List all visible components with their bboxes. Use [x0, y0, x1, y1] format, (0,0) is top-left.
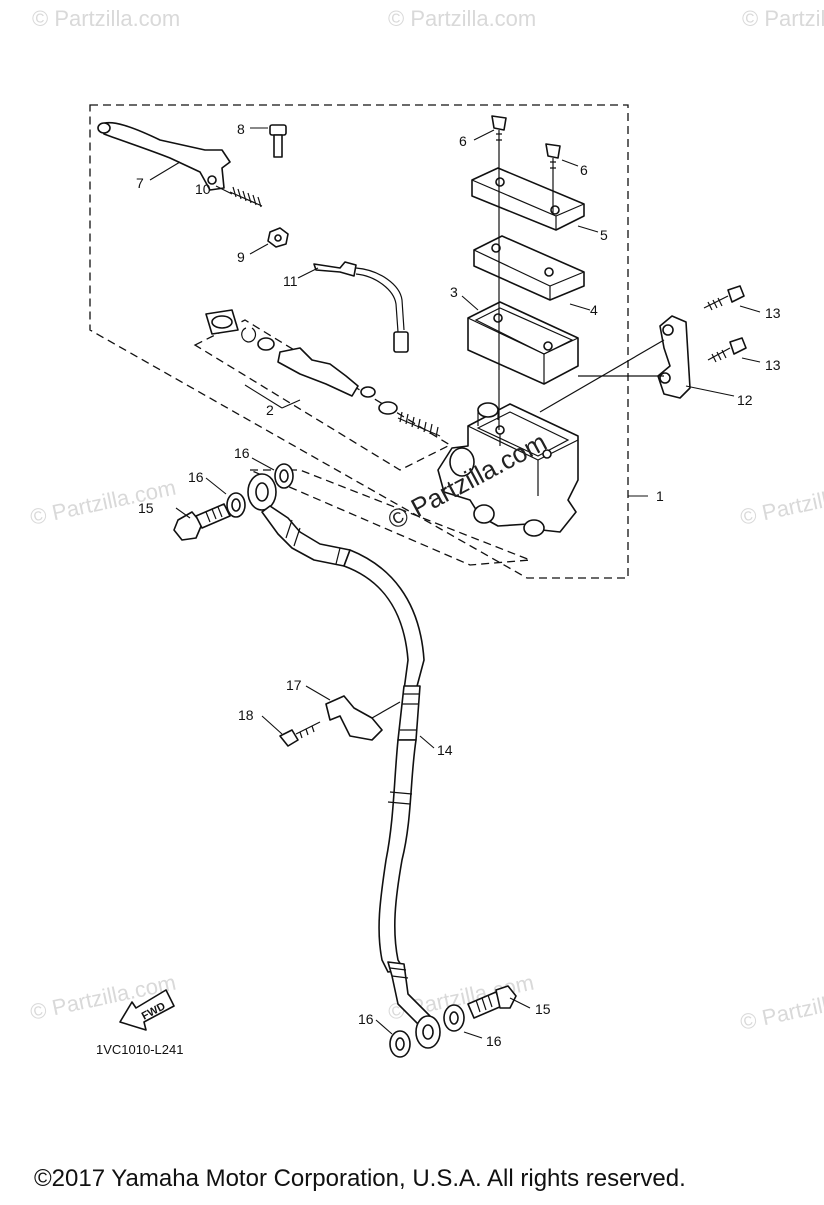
watermark: © Partzilla.com	[738, 475, 824, 530]
callout-17: 17	[286, 677, 302, 693]
callout-8: 8	[237, 121, 245, 137]
callout-13a: 13	[765, 305, 781, 321]
piston-kit[interactable]	[205, 309, 441, 438]
watermark: © Partzilla.com	[742, 6, 824, 31]
callout-11: 11	[283, 273, 298, 289]
callout-4: 4	[590, 302, 598, 318]
callout-15a: 15	[138, 500, 154, 516]
adjuster-spring[interactable]	[229, 186, 263, 208]
lock-nut[interactable]	[267, 227, 289, 248]
watermark: © Partzilla.com	[28, 475, 178, 530]
piston-kit-outline	[193, 319, 452, 471]
copper-washer[interactable]	[274, 463, 294, 489]
copper-washer[interactable]	[389, 1030, 411, 1058]
brake-switch[interactable]	[313, 261, 409, 353]
callout-1: 1	[656, 488, 664, 504]
diaphragm[interactable]	[467, 301, 579, 385]
callouts: 1 2 3 4 5 6 6 7 8 9 10 11 12 13 13 14 15…	[136, 121, 781, 1049]
callout-6a: 6	[459, 133, 467, 149]
callout-15b: 15	[535, 1001, 551, 1017]
callout-2: 2	[266, 402, 274, 418]
watermark: © Partzilla.com	[738, 980, 824, 1035]
diagram-code: 1VC1010-L241	[96, 1042, 183, 1057]
callout-13b: 13	[765, 357, 781, 373]
brake-hose[interactable]	[247, 473, 441, 1049]
diaphragm-plate[interactable]	[473, 235, 585, 301]
callout-12: 12	[737, 392, 753, 408]
leader-lines	[149, 127, 761, 1039]
watermark: © Partzilla.com	[388, 6, 536, 31]
pivot-bolt[interactable]	[269, 124, 287, 158]
watermark: © Partzilla.com	[32, 6, 180, 31]
brake-lever[interactable]	[97, 121, 231, 191]
callout-16c: 16	[358, 1011, 374, 1027]
callout-3: 3	[450, 284, 458, 300]
copper-washer[interactable]	[226, 492, 246, 518]
callout-9: 9	[237, 249, 245, 265]
master-cylinder[interactable]	[437, 402, 579, 537]
callout-16d: 16	[486, 1033, 502, 1049]
union-bolt[interactable]	[173, 503, 231, 541]
union-bolt[interactable]	[467, 985, 517, 1019]
holder-bolt[interactable]	[703, 285, 745, 311]
copyright-notice: ©2017 Yamaha Motor Corporation, U.S.A. A…	[34, 1165, 686, 1192]
holder-bolt[interactable]	[707, 337, 747, 363]
handlebar-holder[interactable]	[657, 315, 691, 399]
callout-10: 10	[195, 181, 211, 197]
callout-7: 7	[136, 175, 144, 191]
callout-14: 14	[437, 742, 453, 758]
copper-washer[interactable]	[443, 1004, 465, 1032]
callout-18: 18	[238, 707, 254, 723]
cap-screw[interactable]	[491, 115, 507, 148]
callout-16b: 16	[188, 469, 204, 485]
callout-6b: 6	[580, 162, 588, 178]
callout-16a: 16	[234, 445, 250, 461]
cap-screw[interactable]	[545, 143, 561, 176]
hose-guide[interactable]	[325, 695, 401, 741]
reservoir-cap[interactable]	[471, 167, 585, 231]
guide-bolt[interactable]	[279, 721, 321, 747]
callout-5: 5	[600, 227, 608, 243]
assembly-boundary	[89, 104, 629, 579]
